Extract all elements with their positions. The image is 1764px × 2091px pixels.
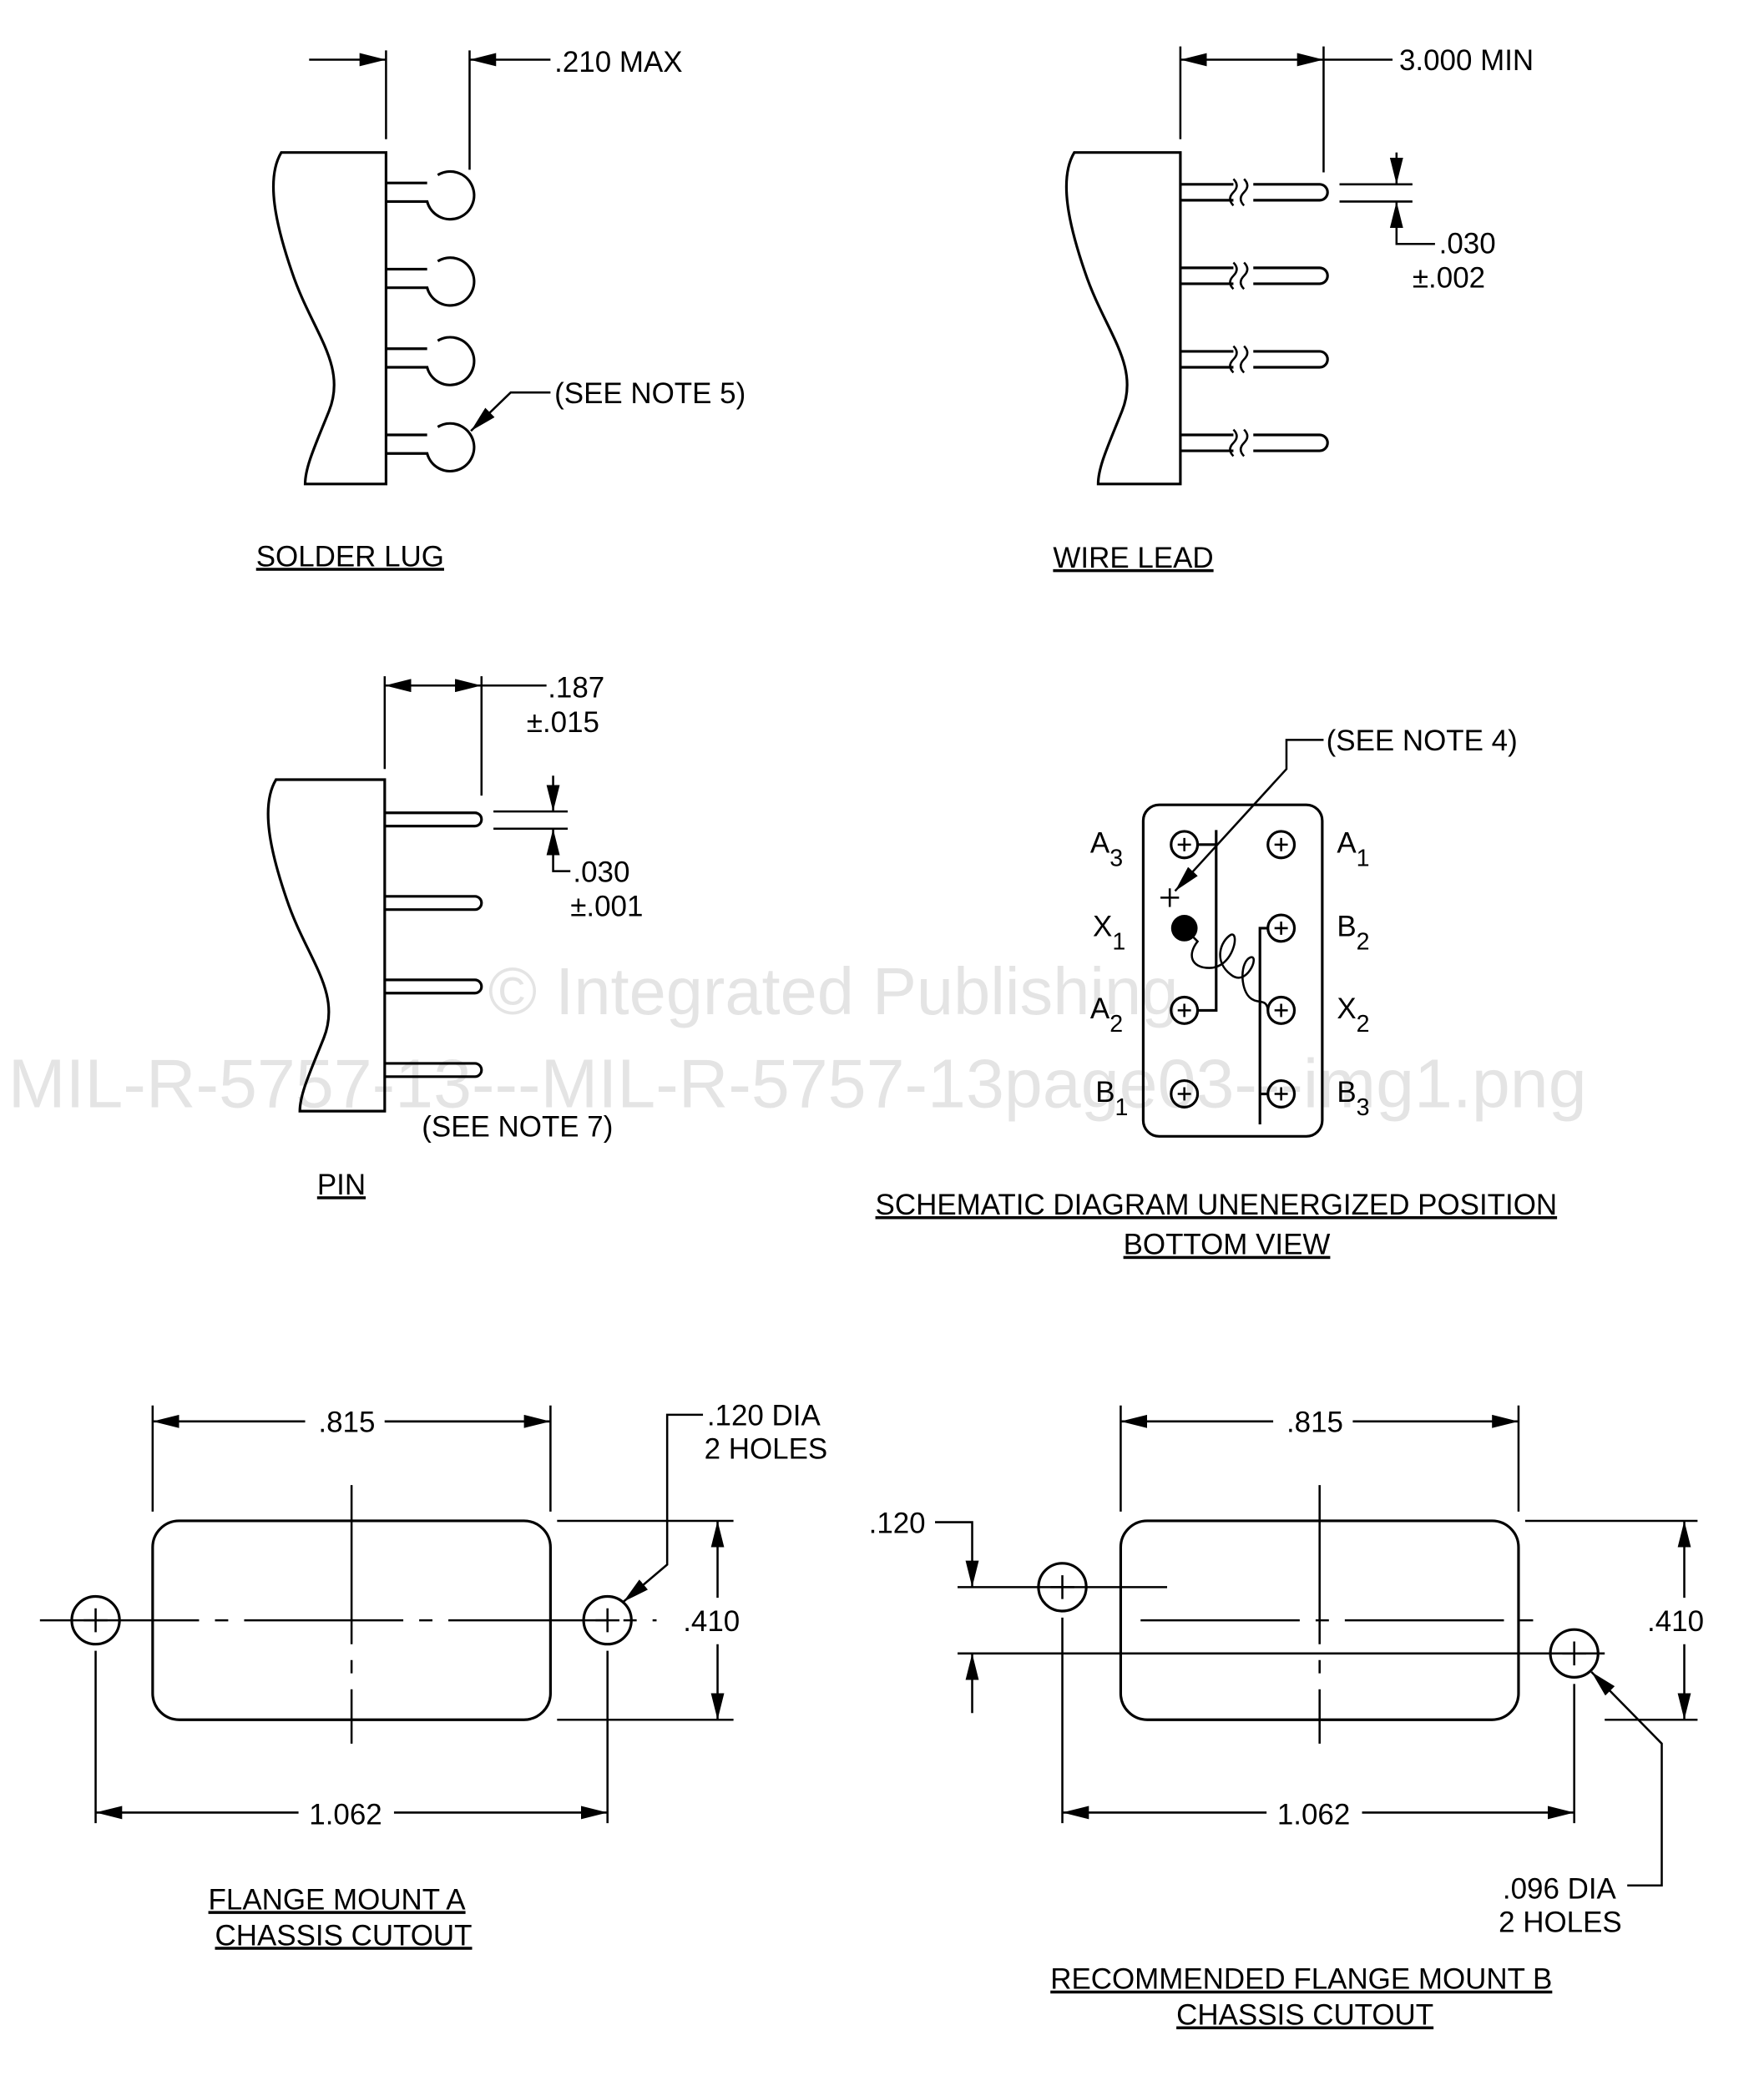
pin-dia-tol: ±.001 [570,891,643,923]
relay-body-outline [271,151,388,486]
svg-text:X2: X2 [1337,992,1369,1038]
schematic-diagram: (SEE NOTE 4) A3 A1 X1 B2 A2 X2 B1 B3 SCH… [876,725,1558,1261]
flange-a-hole-span: 1.062 [309,1799,382,1831]
flange-a-hole-dia: .120 DIA [707,1400,821,1432]
flange-a-title: FLANGE MOUNT A [209,1883,467,1916]
solder-lug-dim: .210 MAX [554,46,682,78]
wire-dia-dim: .030 [1439,227,1496,260]
schematic-subtitle: BOTTOM VIEW [1124,1229,1331,1261]
svg-text:A3: A3 [1090,826,1123,871]
pin-title: PIN [317,1169,366,1201]
pin-length-dim: .187 [548,672,604,705]
flange-a-subtitle: CHASSIS CUTOUT [215,1919,473,1952]
pin-dia-dim: .030 [573,856,629,888]
terminal-labels: A3 A1 X1 B2 A2 X2 B1 B3 [1090,826,1370,1121]
watermark-publisher: © Integrated Publishing [488,954,1179,1028]
svg-text:A1: A1 [1337,826,1369,871]
flange-b-hole-dia: .096 DIA [1503,1873,1617,1906]
flange-b-subtitle: CHASSIS CUTOUT [1176,1999,1433,2032]
flange-b-height: .410 [1647,1605,1704,1638]
flange-a-hole-count: 2 HOLES [705,1432,828,1465]
svg-text:A2: A2 [1090,992,1123,1038]
flange-a-width: .815 [318,1407,375,1439]
wire-length-dim: 3.000 MIN [1399,44,1534,77]
svg-text:B3: B3 [1337,1076,1369,1121]
watermark-filename: MIL-R-5757-13---MIL-R-5757-13page03---im… [8,1044,1587,1122]
flange-b-title: RECOMMENDED FLANGE MOUNT B [1050,1963,1552,1996]
schematic-note: (SEE NOTE 4) [1327,725,1518,757]
flange-a-height: .410 [683,1605,740,1638]
solder-lug-note: (SEE NOTE 5) [554,377,746,410]
svg-text:X1: X1 [1093,910,1125,955]
flange-b-hole-count: 2 HOLES [1499,1906,1622,1938]
wire-lead-view: 3.000 MIN .030 ±.002 WIRE LEAD [1053,44,1534,574]
pin-note: (SEE NOTE 7) [422,1110,613,1143]
flange-mount-b: .120 .815 .410 1.062 .096 DIA 2 HOLES RE… [869,1405,1704,2032]
solder-lug-view: .210 MAX (SEE NOTE 5) SOLDER LUG [256,46,746,573]
flange-b-hole-span: 1.062 [1277,1799,1350,1831]
wire-dia-tol: ±.002 [1413,262,1485,295]
flange-b-offset: .120 [869,1507,926,1539]
flange-mount-a: .815 .410 1.062 .120 DIA 2 HOLES FLANGE … [39,1400,828,1952]
schematic-title: SCHEMATIC DIAGRAM UNENERGIZED POSITION [876,1189,1558,1221]
solder-lug-title: SOLDER LUG [256,540,444,573]
svg-text:B2: B2 [1337,910,1369,955]
pin-view: .187 ±.015 .030 ±.001 (SEE NOTE 7) PIN [266,672,643,1201]
flange-b-width: .815 [1286,1407,1343,1439]
svg-text:B1: B1 [1095,1076,1128,1121]
wire-lead-title: WIRE LEAD [1053,542,1213,574]
pin-length-tol: ±.015 [527,706,599,739]
